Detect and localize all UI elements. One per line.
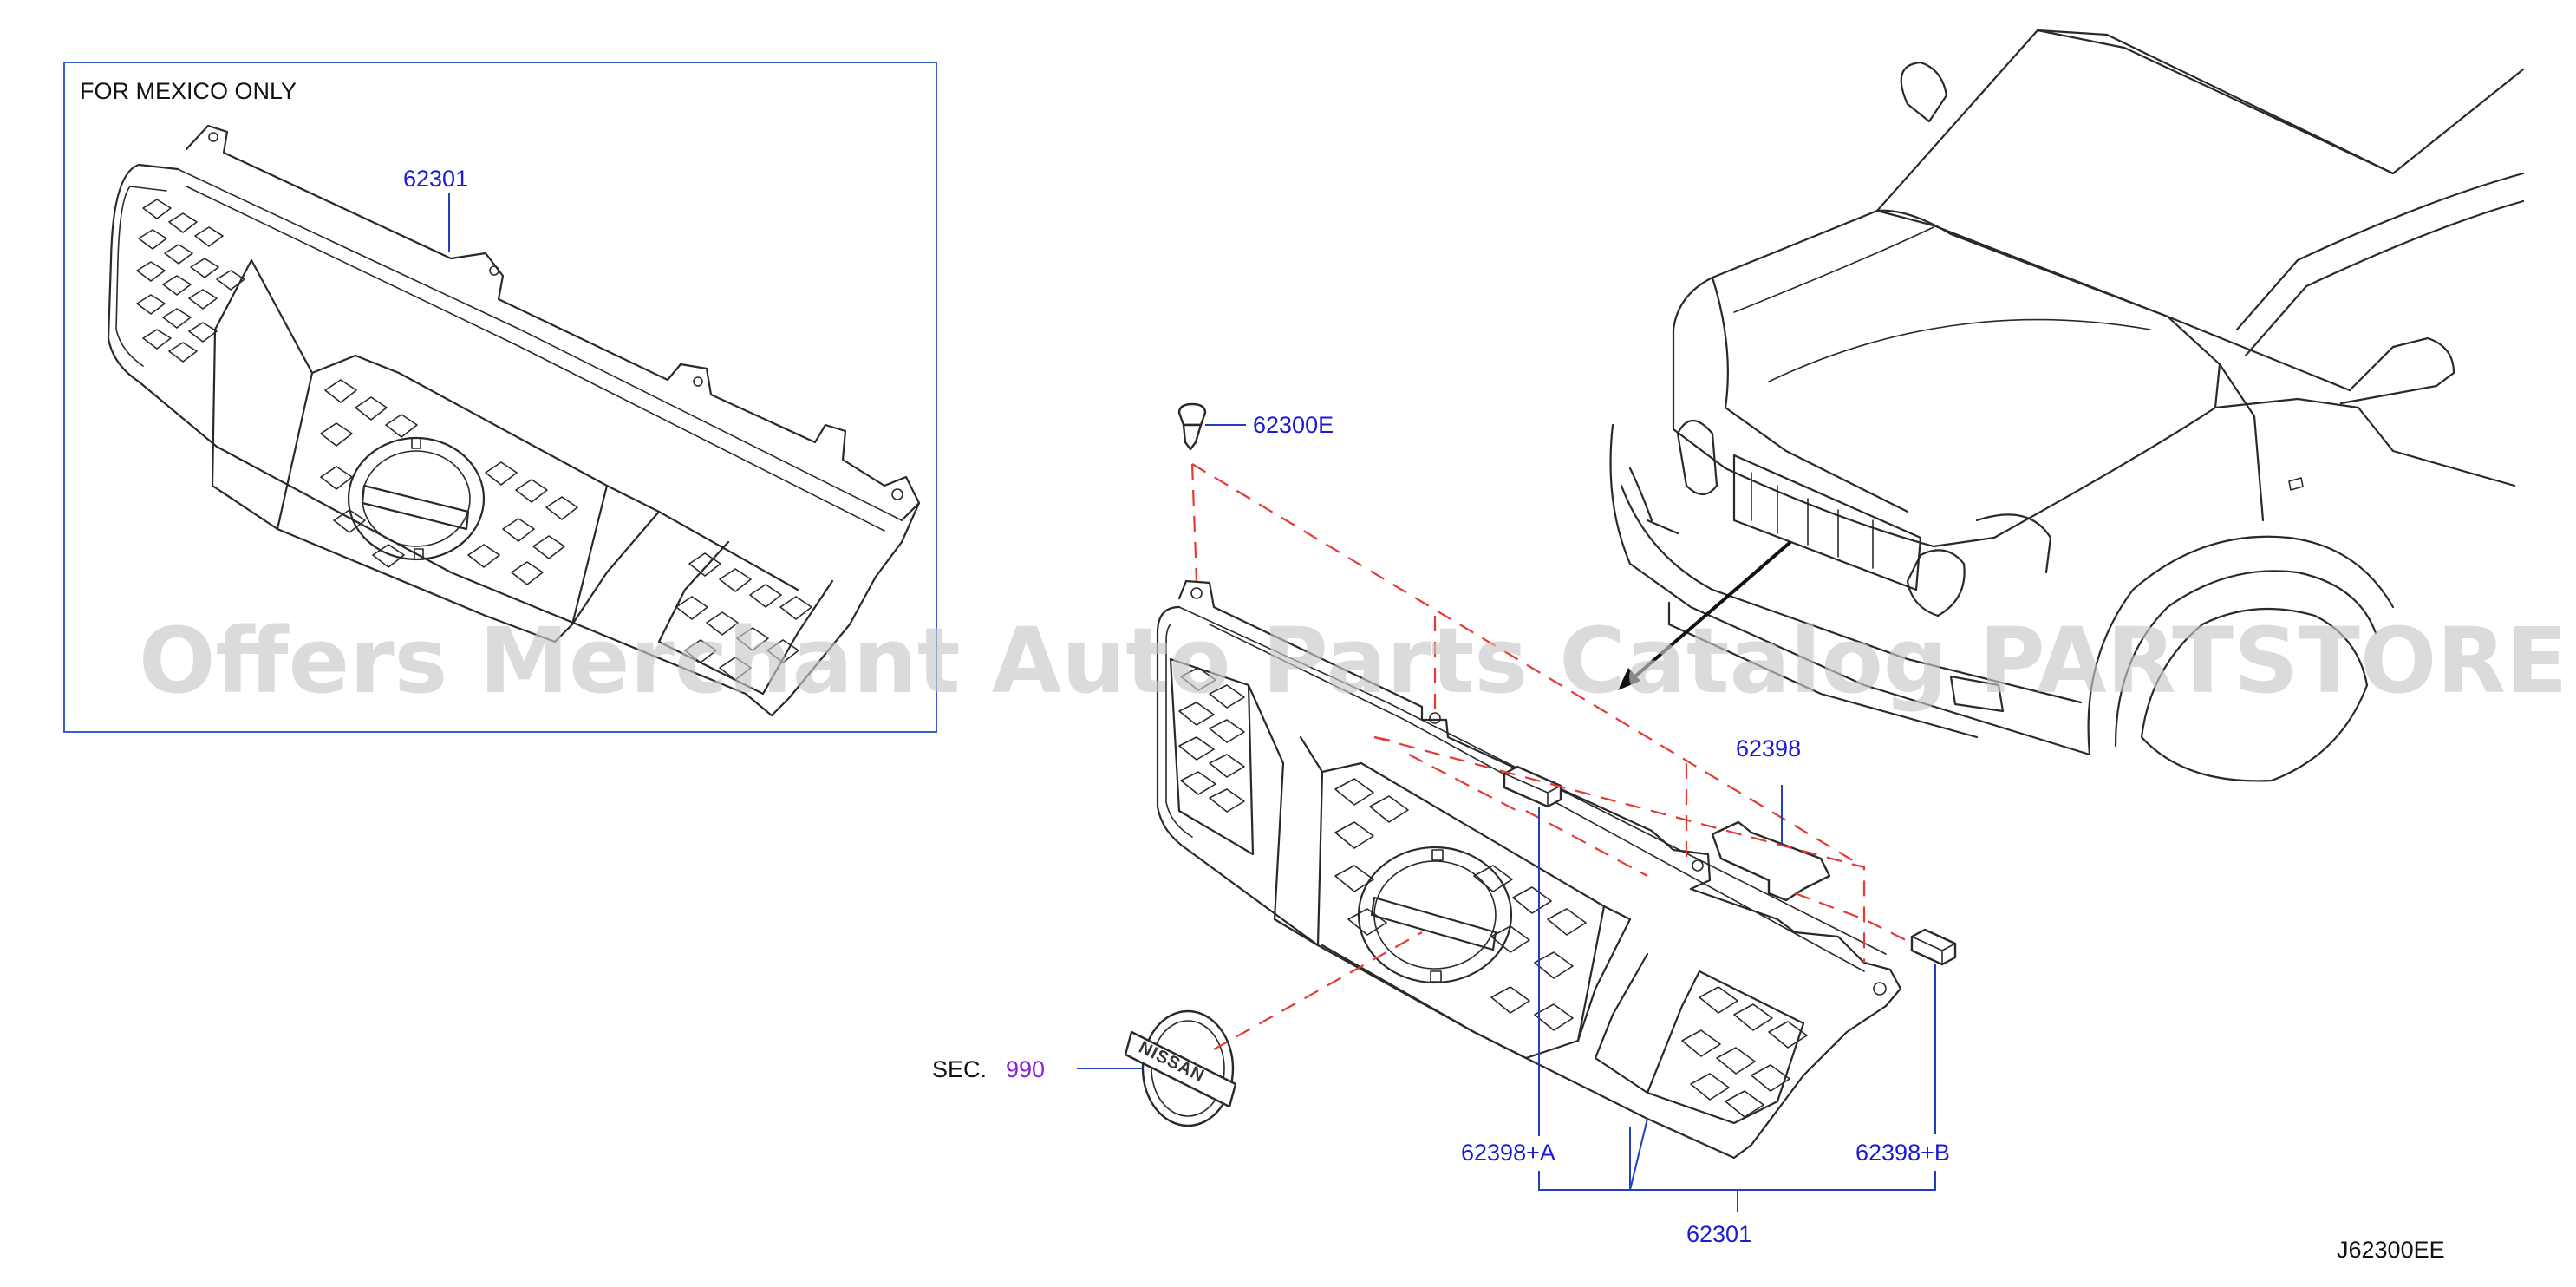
cover-a-part — [1503, 765, 1562, 808]
leader-lines — [1077, 424, 1936, 1212]
label-sec-prefix: SEC. — [932, 1056, 987, 1082]
inset-frame — [63, 62, 937, 733]
diagram-code: J62300EE — [2337, 1237, 2445, 1263]
label-clip-62300E[interactable]: 62300E — [1253, 412, 1334, 438]
location-arrow — [1628, 540, 1792, 683]
label-grille-62301[interactable]: 62301 — [1686, 1221, 1751, 1247]
inset-title: FOR MEXICO ONLY — [80, 78, 297, 104]
nissan-emblem: NISSAN — [1124, 1009, 1237, 1127]
assembly-lines — [1190, 463, 1908, 1050]
label-bracket-62398[interactable]: 62398 — [1736, 735, 1801, 761]
inset-panel: FOR MEXICO ONLY — [63, 62, 937, 733]
inset-grille-drawing — [107, 124, 921, 717]
cover-b-part — [1910, 928, 1957, 966]
label-cover-62398-A[interactable]: 62398+A — [1461, 1140, 1555, 1166]
bracket-part — [1711, 820, 1831, 902]
label-sec-number[interactable]: 990 — [1006, 1056, 1045, 1082]
vehicle-outline — [1609, 29, 2525, 782]
clip-part — [1177, 402, 1207, 451]
inset-part-label[interactable]: 62301 — [403, 166, 468, 192]
watermark-text: Offers Merchant Auto Parts Catalog PARTS… — [139, 608, 2576, 714]
main-grille-drawing — [1156, 579, 1902, 1160]
label-cover-62398-B[interactable]: 62398+B — [1855, 1140, 1950, 1166]
